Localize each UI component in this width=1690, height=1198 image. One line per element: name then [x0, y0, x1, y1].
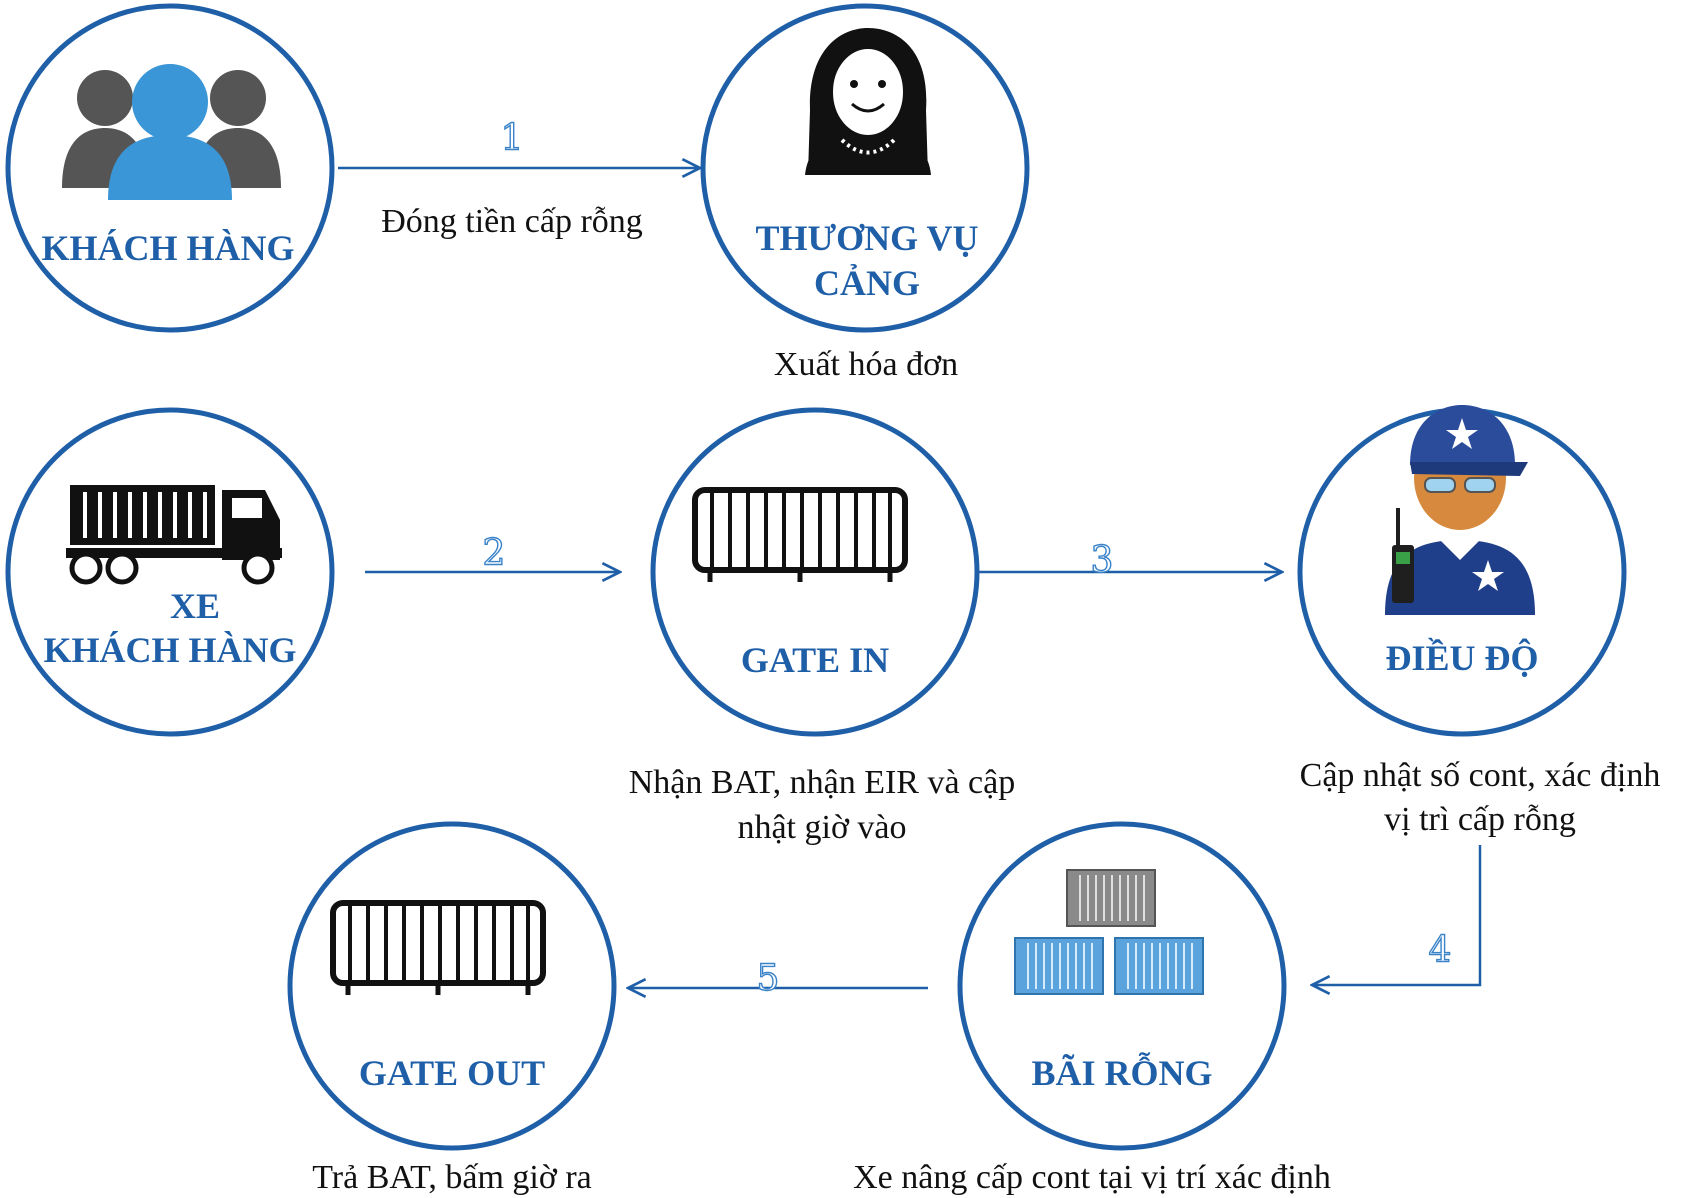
caption-gate-in-line1: Nhận BAT, nhận EIR và cập — [629, 764, 1015, 801]
step-number-1: 1 — [501, 118, 524, 159]
caption-gate-out: Trả BAT, bấm giờ ra — [312, 1159, 592, 1196]
node-label: GATE IN — [741, 640, 889, 680]
woman-avatar-icon — [805, 28, 931, 175]
caption-dieu-do-line2: vị trì cấp rỗng — [1384, 801, 1576, 838]
step-number-5: 5 — [757, 958, 780, 999]
arrow-step-4 — [1312, 845, 1482, 985]
step-number-2: 2 — [483, 533, 506, 574]
node-label-line2: KHÁCH HÀNG — [43, 630, 296, 670]
caption-dieu-do-line1: Cập nhật số cont, xác định — [1300, 757, 1661, 794]
caption-step-1: Đóng tiền cấp rỗng — [381, 203, 643, 240]
barrier-gate-icon — [692, 487, 908, 582]
caption-bai-rong: Xe nâng cấp cont tại vị trí xác định — [853, 1159, 1331, 1196]
step-number-3: 3 — [1091, 540, 1114, 581]
node-khach-hang: KHÁCH HÀNG — [5, 3, 335, 333]
node-gate-out: GATE OUT — [287, 821, 617, 1151]
node-label-line1: THƯƠNG VỤ — [755, 218, 978, 258]
step-number-4: 4 — [1429, 930, 1452, 971]
stacked-containers-icon — [1014, 869, 1204, 995]
dispatcher-guard-icon — [1385, 405, 1535, 615]
node-label-line2: CẢNG — [814, 263, 920, 303]
node-label: ĐIỀU ĐỘ — [1385, 638, 1538, 678]
node-dieu-do: ĐIỀU ĐỘ — [1297, 405, 1627, 737]
caption-gate-in-line2: nhật giờ vào — [737, 809, 906, 846]
caption-thuong-vu: Xuất hóa đơn — [774, 346, 958, 383]
node-xe-khach-hang: XE KHÁCH HÀNG — [5, 407, 335, 737]
container-truck-icon — [66, 485, 282, 585]
node-label-line1: XE — [170, 586, 220, 626]
barrier-gate-icon — [330, 900, 546, 995]
node-thuong-vu-cang: THƯƠNG VỤ CẢNG — [700, 3, 1030, 333]
node-gate-in: GATE IN — [650, 407, 980, 737]
node-label: BÃI RỖNG — [1031, 1052, 1212, 1093]
node-label: GATE OUT — [359, 1053, 545, 1093]
node-bai-rong: BÃI RỖNG — [957, 821, 1287, 1151]
people-group-icon — [62, 64, 281, 200]
node-label: KHÁCH HÀNG — [41, 228, 294, 268]
